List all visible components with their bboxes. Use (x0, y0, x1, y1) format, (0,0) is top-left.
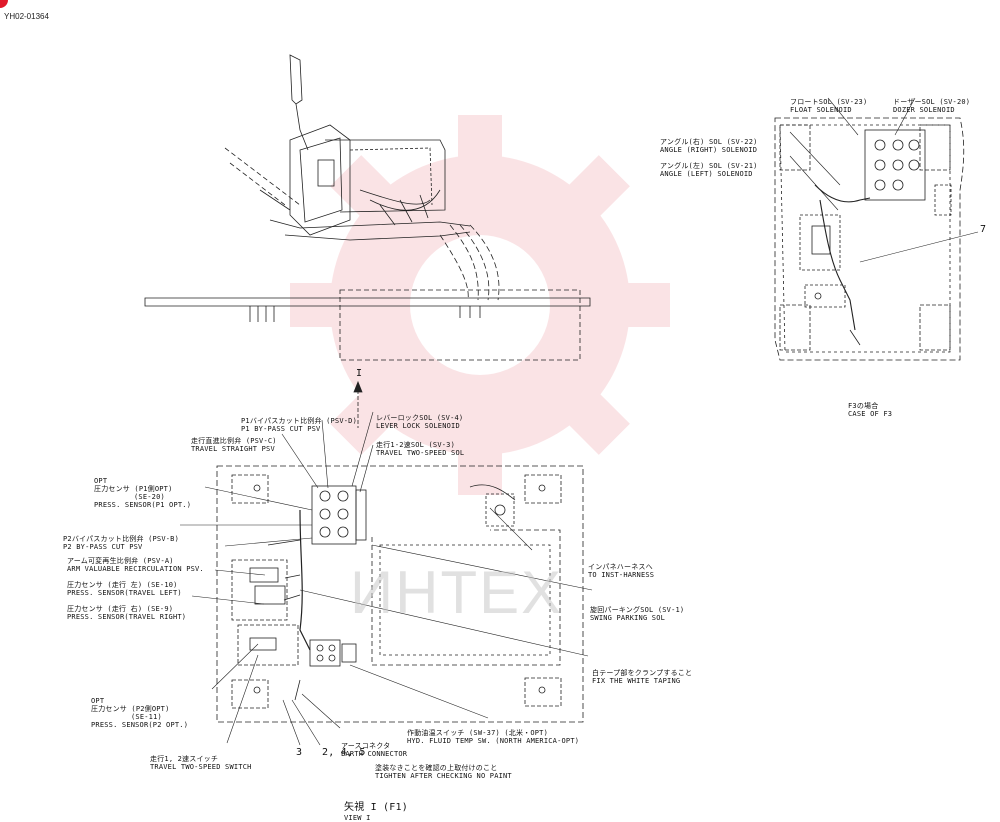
view-arrow-icon (353, 380, 363, 428)
leader-lines (180, 411, 593, 746)
swing-parking-sol-label: 旋回パーキングSOL (SV-1)SWING PARKING SOL (590, 606, 685, 622)
angle-right-solenoid-label: アングル(右) SOL (SV-22)ANGLE (RIGHT) SOLENOI… (660, 138, 758, 154)
f3-inset-view (774, 97, 979, 361)
pressure-sensor-travel-left-label: 圧力センサ (走行 左) (SE-10)PRESS. SENSOR(TRAVEL… (67, 581, 182, 597)
gear-watermark-icon (290, 115, 670, 495)
pressure-sensor-travel-right-label: 圧力センサ (走行 右) (SE-9)PRESS. SENSOR(TRAVEL … (67, 605, 187, 621)
console-elevation (144, 54, 591, 361)
corner-mark-icon (0, 0, 8, 8)
item-number-3: 3 (296, 747, 303, 758)
arm-recirculation-psv-label: アーム可変再生比例弁 (PSV-A)ARM VALUABLE RECIRCULA… (67, 557, 204, 573)
angle-left-solenoid-label: アングル(左) SOL (SV-21)ANGLE (LEFT) SOLENOID (660, 162, 758, 178)
floor-plan-view (216, 465, 584, 723)
view-i-label: 矢視 I (F1)VIEW I (344, 802, 408, 822)
dozer-solenoid-label: ドーザーSOL (SV-20)DOZER SOLENOID (893, 98, 971, 114)
travel-straight-psv-label: 走行直進比例弁 (PSV-C)TRAVEL STRAIGHT PSV (191, 437, 277, 453)
hyd-fluid-temp-switch-label: 作動油温スイッチ (SW-37) (北米・OPT)HYD. FLUID TEMP… (407, 729, 580, 745)
p1-bypass-psv-label: P1バイパスカット比例弁 (PSV-D)P1 BY-PASS CUT PSV (241, 417, 358, 433)
float-solenoid-label: フロートSOL (SV-23)FLOAT SOLENOID (790, 98, 868, 114)
travel-two-speed-sol-label: 走行1-2速SOL (SV-3)TRAVEL TWO-SPEED SOL (376, 441, 465, 457)
watermark-text: ИНТЕХ (350, 559, 564, 626)
item-number-2-4-5: 2, 4, 5 (322, 747, 366, 758)
arrow-i-label: I (356, 368, 363, 379)
item-number-7: 7 (980, 224, 987, 235)
document-code: YH02-01364 (4, 12, 49, 21)
lever-lock-solenoid-label: レバーロックSOL (SV-4)LEVER LOCK SOLENOID (376, 414, 464, 430)
p2-bypass-psv-label: P2バイパスカット比例弁 (PSV-B)P2 BY-PASS CUT PSV (63, 535, 180, 551)
